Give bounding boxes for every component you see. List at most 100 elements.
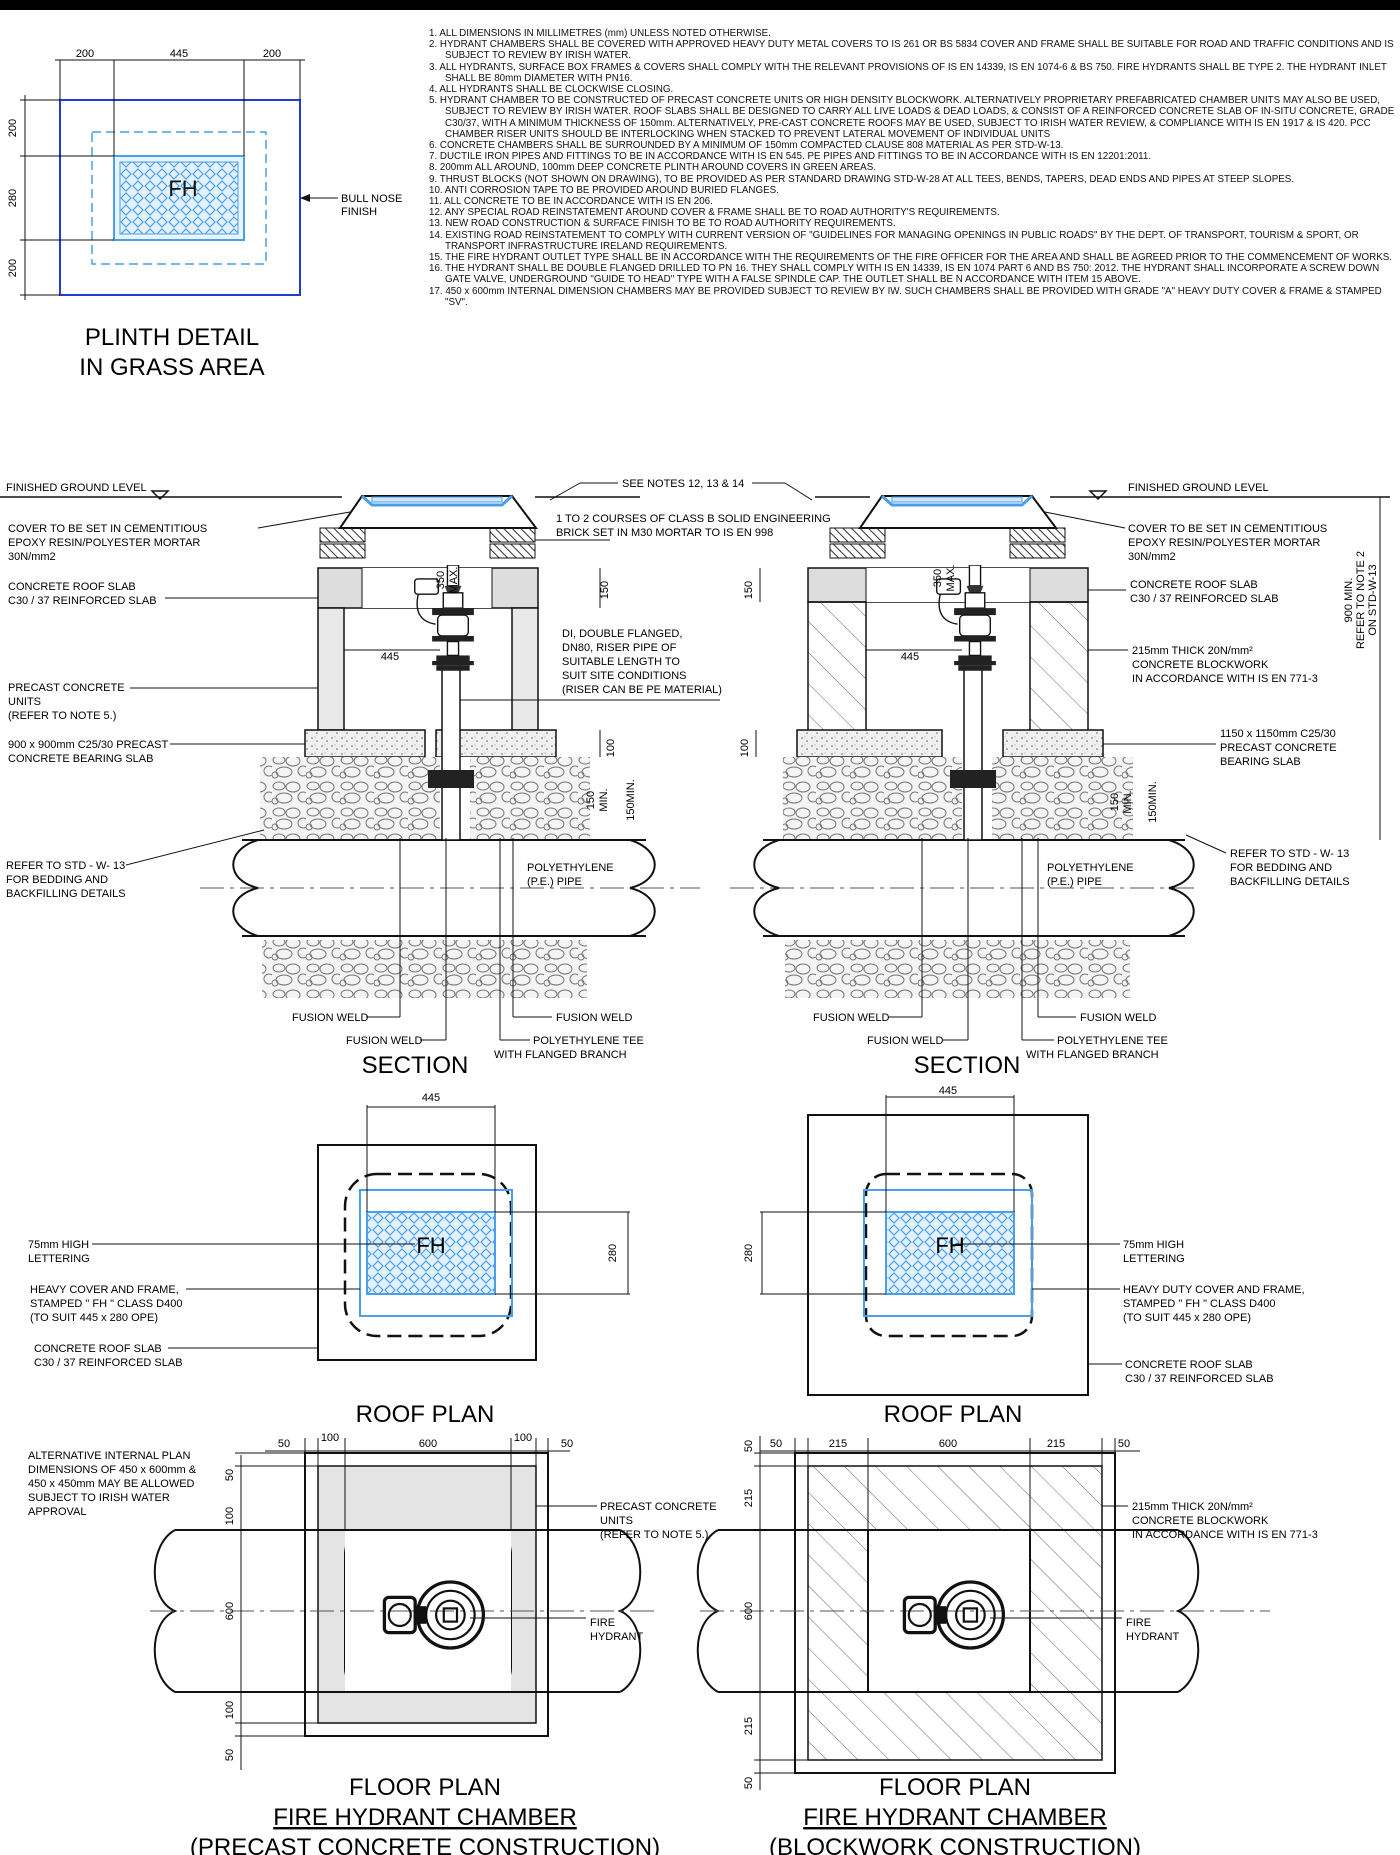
see-notes-label: SEE NOTES 12, 13 & 14 bbox=[622, 478, 744, 490]
fusion-weld-label: FUSION WELD bbox=[867, 1035, 943, 1047]
roof-slab-label: C30 / 37 REINFORCED SLAB bbox=[8, 595, 157, 607]
di-label: SUIT SITE CONDITIONS bbox=[562, 670, 686, 682]
note: 6. CONCRETE CHAMBERS SHALL BE SURROUNDED… bbox=[429, 140, 1064, 152]
dim-215: 215 bbox=[1047, 1438, 1065, 1450]
bearing-slab-label: BEARING SLAB bbox=[1220, 756, 1301, 768]
lettering-label: LETTERING bbox=[28, 1253, 90, 1265]
dim-445: 445 bbox=[422, 1092, 440, 1104]
blockwork-label: CONCRETE BLOCKWORK bbox=[1132, 1515, 1269, 1527]
dim-150-min: 150MIN. bbox=[1147, 781, 1159, 823]
dim-280: 280 bbox=[607, 1244, 619, 1262]
roof-plan-fh: FH bbox=[416, 1233, 445, 1258]
note: 11. ALL CONCRETE TO BE IN ACCORDANCE WIT… bbox=[429, 196, 713, 208]
cover-note: EPOXY RESIN/POLYESTER MORTAR bbox=[1128, 537, 1320, 549]
fusion-weld-label: FUSION WELD bbox=[1080, 1012, 1156, 1024]
fgl-label: FINISHED GROUND LEVEL bbox=[1128, 482, 1269, 494]
note: 2. HYDRANT CHAMBERS SHALL BE COVERED WIT… bbox=[429, 39, 1394, 62]
dim-100: 100 bbox=[321, 1432, 339, 1444]
cover-frame-label: STAMPED " FH " CLASS D400 bbox=[1123, 1298, 1275, 1310]
note: 17. 450 x 600mm INTERNAL DIMENSION CHAMB… bbox=[429, 285, 1382, 308]
fire-hydrant-label: FIRE bbox=[1126, 1617, 1151, 1629]
dim-max: MAX. bbox=[448, 567, 460, 594]
roof-slab-label: C30 / 37 REINFORCED SLAB bbox=[1125, 1373, 1274, 1385]
dim-50: 50 bbox=[278, 1438, 290, 1450]
pe-tee-label: POLYETHYLENE TEE bbox=[533, 1035, 644, 1047]
dim-50: 50 bbox=[224, 1749, 236, 1761]
floor-plan-subtitle: FIRE HYDRANT CHAMBER bbox=[803, 1804, 1107, 1831]
dim-150-min: 150MIN. bbox=[625, 779, 637, 821]
dim-215: 215 bbox=[829, 1438, 847, 1450]
pe-tee-label: WITH FLANGED BRANCH bbox=[1026, 1049, 1159, 1061]
dim-150: 150 bbox=[585, 791, 597, 809]
section-precast: FINISHED GROUND LEVEL bbox=[0, 482, 831, 1079]
pe-tee-label: WITH FLANGED BRANCH bbox=[494, 1049, 627, 1061]
pe-tee-label: POLYETHYLENE TEE bbox=[1057, 1035, 1168, 1047]
dim-350: 350 bbox=[932, 569, 944, 587]
dim-445: 445 bbox=[170, 48, 188, 60]
note: 8. 200mm ALL AROUND, 100mm DEEP CONCRETE… bbox=[429, 162, 876, 174]
blockwork-label: IN ACCORDANCE WITH IS EN 771-3 bbox=[1132, 673, 1318, 685]
precast-label: UNITS bbox=[600, 1515, 633, 1527]
refer-label: BACKFILLING DETAILS bbox=[6, 888, 126, 900]
vertical-dim-note: ON STD-W-13 bbox=[1367, 564, 1379, 635]
lettering-label: 75mm HIGH bbox=[1123, 1239, 1184, 1251]
fire-hydrant-label: HYDRANT bbox=[1126, 1631, 1179, 1643]
di-label: DI, DOUBLE FLANGED, bbox=[562, 628, 682, 640]
fusion-weld-label: FUSION WELD bbox=[346, 1035, 422, 1047]
cover-frame-label: STAMPED " FH " CLASS D400 bbox=[30, 1298, 182, 1310]
di-label: (RISER CAN BE PE MATERIAL) bbox=[562, 684, 722, 696]
dim-max: MAX. bbox=[945, 565, 957, 592]
fgl-label: FINISHED GROUND LEVEL bbox=[6, 482, 147, 494]
fire-hydrant-label: FIRE bbox=[590, 1617, 615, 1629]
dim-50: 50 bbox=[743, 1777, 755, 1789]
roof-plan-title: ROOF PLAN bbox=[356, 1401, 495, 1428]
dim-445: 445 bbox=[901, 651, 919, 663]
blockwork-label: CONCRETE BLOCKWORK bbox=[1132, 659, 1269, 671]
di-label: SUITABLE LENGTH TO bbox=[562, 656, 680, 668]
vertical-dim-note: REFER TO NOTE 2 bbox=[1355, 551, 1367, 649]
alt-dims-note: DIMENSIONS OF 450 x 600mm & bbox=[28, 1464, 197, 1476]
precast-label: PRECAST CONCRETE bbox=[8, 682, 125, 694]
dim-50: 50 bbox=[561, 1438, 573, 1450]
plinth-detail: FH 200 445 200 200 280 200 BULL NOSE FIN… bbox=[7, 48, 402, 381]
dim-280: 280 bbox=[743, 1244, 755, 1262]
fusion-weld-label: FUSION WELD bbox=[813, 1012, 889, 1024]
dim-50: 50 bbox=[743, 1440, 755, 1452]
floor-plan-type: (BLOCKWORK CONSTRUCTION) bbox=[769, 1834, 1141, 1855]
pe-pipe-label: (P.E.) PIPE bbox=[527, 876, 582, 888]
cover-frame-label: (TO SUIT 445 x 280 OPE) bbox=[1123, 1312, 1251, 1324]
refer-label: REFER TO STD - W- 13 bbox=[6, 860, 125, 872]
cover-frame-label: HEAVY DUTY COVER AND FRAME, bbox=[1123, 1284, 1305, 1296]
finish-label: FINISH bbox=[341, 206, 377, 218]
refer-label: FOR BEDDING AND bbox=[6, 874, 108, 886]
section-title: SECTION bbox=[914, 1052, 1021, 1079]
refer-label: FOR BEDDING AND bbox=[1230, 862, 1332, 874]
dim-600: 600 bbox=[224, 1602, 236, 1620]
alt-dims-note: APPROVAL bbox=[28, 1506, 87, 1518]
pe-pipe-label: POLYETHYLENE bbox=[1047, 862, 1134, 874]
note: 15. THE FIRE HYDRANT OUTLET TYPE SHALL B… bbox=[429, 252, 1392, 264]
refer-label: REFER TO STD - W- 13 bbox=[1230, 848, 1349, 860]
cover-frame-label: HEAVY COVER AND FRAME, bbox=[30, 1284, 179, 1296]
roof-slab-label: C30 / 37 REINFORCED SLAB bbox=[34, 1357, 183, 1369]
precast-label: (REFER TO NOTE 5.) bbox=[8, 710, 116, 722]
dim-200: 200 bbox=[263, 48, 281, 60]
dim-min: MIN. bbox=[1122, 790, 1134, 813]
roof-slab-label: CONCRETE ROOF SLAB bbox=[1125, 1359, 1253, 1371]
note: 9. THRUST BLOCKS (NOT SHOWN ON DRAWING),… bbox=[429, 173, 1295, 185]
precast-label: PRECAST CONCRETE bbox=[600, 1501, 717, 1513]
plinth-subtitle: IN GRASS AREA bbox=[79, 354, 264, 381]
brick-label: 1 TO 2 COURSES OF CLASS B SOLID ENGINEER… bbox=[556, 513, 831, 525]
dim-600: 600 bbox=[939, 1438, 957, 1450]
dim-150: 150 bbox=[1109, 793, 1121, 811]
pe-pipe-label: POLYETHYLENE bbox=[527, 862, 614, 874]
pe-pipe-label: (P.E.) PIPE bbox=[1047, 876, 1102, 888]
dim-50: 50 bbox=[1118, 1438, 1130, 1450]
dim-200: 200 bbox=[7, 259, 19, 277]
blockwork-label: 215mm THICK 20N/mm² bbox=[1132, 1501, 1253, 1513]
fusion-weld-label: FUSION WELD bbox=[292, 1012, 368, 1024]
floor-plan-type: (PRECAST CONCRETE CONSTRUCTION) bbox=[190, 1834, 660, 1855]
section-title: SECTION bbox=[362, 1052, 469, 1079]
floor-plan-precast: 50 100 600 100 50 50 100 600 100 50 ALTE… bbox=[28, 1432, 717, 1855]
